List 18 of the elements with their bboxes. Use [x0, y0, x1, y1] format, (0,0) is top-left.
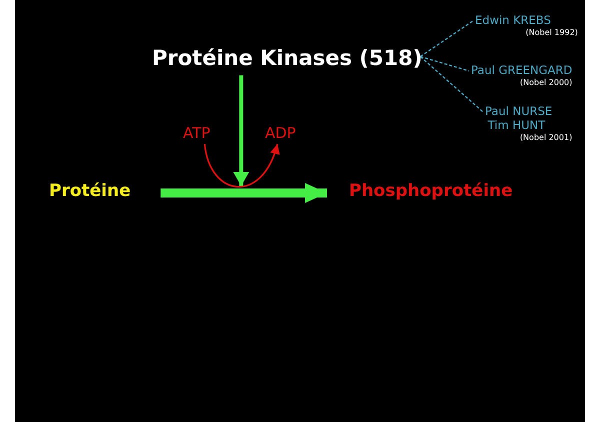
cofactor-label: ADP: [265, 124, 296, 142]
connector-line: [420, 56, 470, 72]
cofactor-label: ATP: [183, 124, 210, 142]
arrow: [204, 144, 280, 188]
arrow: [160, 183, 327, 203]
prize-year-label: (Nobel 2001): [520, 132, 572, 142]
connector-line: [420, 20, 474, 58]
scientist-name: Paul GREENGARD: [471, 64, 572, 78]
connector-line: [420, 56, 484, 112]
product-label: Phosphoprotéine: [327, 181, 513, 202]
scientist-name: Paul NURSE: [485, 105, 552, 119]
enzyme-label: Protéine Kinases (518): [152, 46, 422, 72]
arrow: [233, 75, 250, 186]
prize-year-label: (Nobel 2000): [520, 78, 572, 88]
scientist-name: Edwin KREBS: [475, 14, 551, 28]
scientist-name: Tim HUNT: [488, 118, 546, 133]
prize-year-label: (Nobel 1992): [526, 28, 578, 38]
substrate-label: Protéine: [49, 181, 161, 202]
